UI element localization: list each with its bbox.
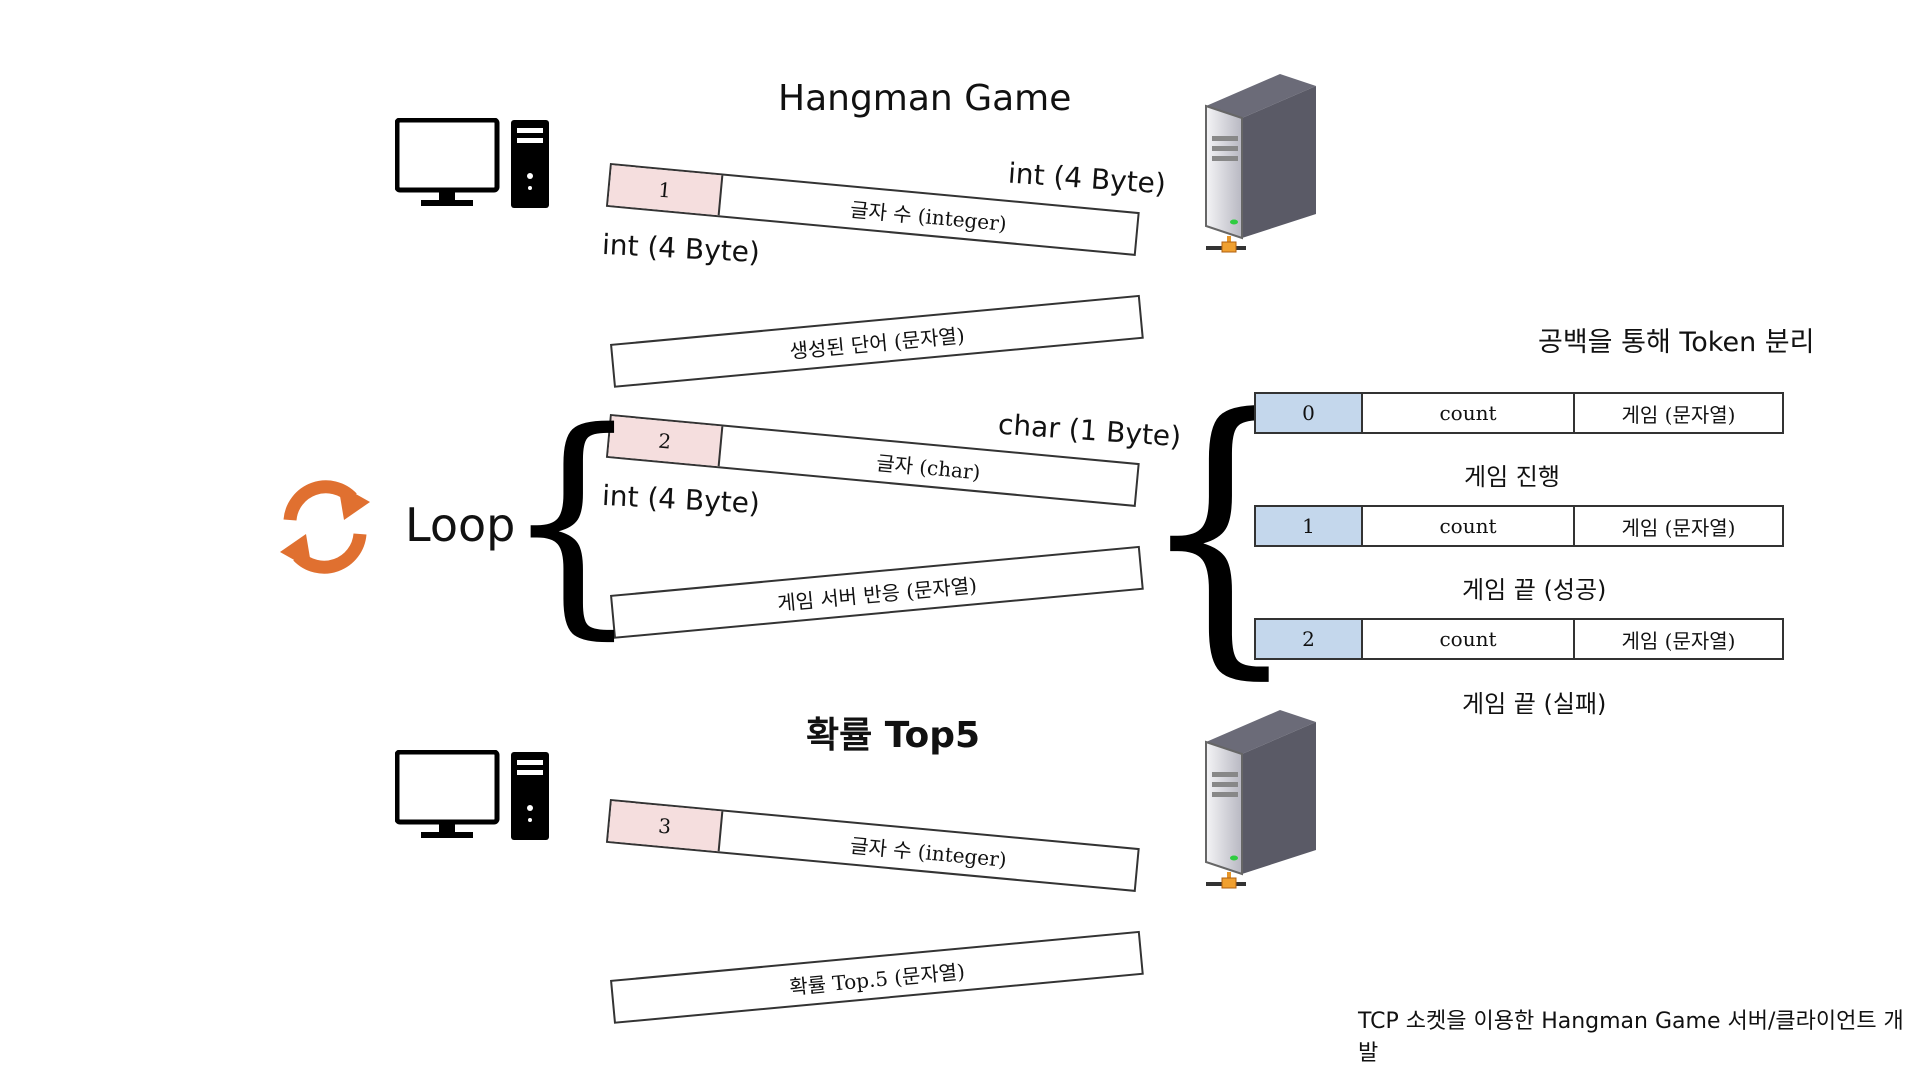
server-tower-icon <box>1205 710 1316 889</box>
token-payload: 게임 (문자열) <box>1621 402 1736 427</box>
packet-server-to-client: 확률 Top.5 (문자열) <box>610 930 1144 1024</box>
token-row: 1 count 게임 (문자열) <box>1254 505 1784 547</box>
token-title: 공백을 통해 Token 분리 <box>1538 327 1815 358</box>
token-payload: 게임 (문자열) <box>1621 515 1736 540</box>
refresh-arrows-icon <box>280 480 370 574</box>
token-payload: 게임 (문자열) <box>1621 628 1736 653</box>
packet-label: 확률 Top.5 (문자열) <box>788 958 966 999</box>
int-size-label: int (4 Byte) <box>601 227 761 270</box>
token-count: count <box>1363 507 1575 545</box>
token-caption: 게임 끝 (성공) <box>1462 576 1607 604</box>
footer-caption: TCP 소켓을 이용한 Hangman Game 서버/클라이언트 개발 <box>1358 1009 1904 1066</box>
top5-title: 확률 Top5 <box>806 715 981 756</box>
server-tower-icon <box>1205 74 1316 253</box>
token-count: count <box>1363 620 1575 658</box>
game-title: Hangman Game <box>778 78 1072 119</box>
token-caption: 게임 끝 (실패) <box>1462 690 1607 718</box>
token-caption: 게임 진행 <box>1464 463 1560 491</box>
token-row: 0 count 게임 (문자열) <box>1254 392 1784 434</box>
loop-label: Loop <box>405 498 516 552</box>
packet-server-to-client: 게임 서버 반응 (문자열) <box>610 545 1144 639</box>
packet-label: 생성된 단어 (문자열) <box>788 322 966 363</box>
packet-server-to-client: 생성된 단어 (문자열) <box>610 294 1144 388</box>
packet-label: 게임 서버 반응 (문자열) <box>776 572 978 616</box>
token-row: 2 count 게임 (문자열) <box>1254 618 1784 660</box>
packet-label: 글자 수 (integer) <box>849 832 1008 872</box>
token-code: 1 <box>1256 507 1363 545</box>
desktop-computer-icon <box>395 750 549 840</box>
token-count: count <box>1363 394 1575 432</box>
token-code: 0 <box>1256 394 1363 432</box>
int-size-label: int (4 Byte) <box>1007 156 1167 201</box>
packet-number: 3 <box>608 801 724 852</box>
packet-client-to-server: 3 글자 수 (integer) <box>605 799 1140 892</box>
desktop-computer-icon <box>395 118 549 208</box>
packet-number: 1 <box>608 165 724 216</box>
loop-brace: { <box>503 380 642 660</box>
token-code: 2 <box>1256 620 1363 658</box>
